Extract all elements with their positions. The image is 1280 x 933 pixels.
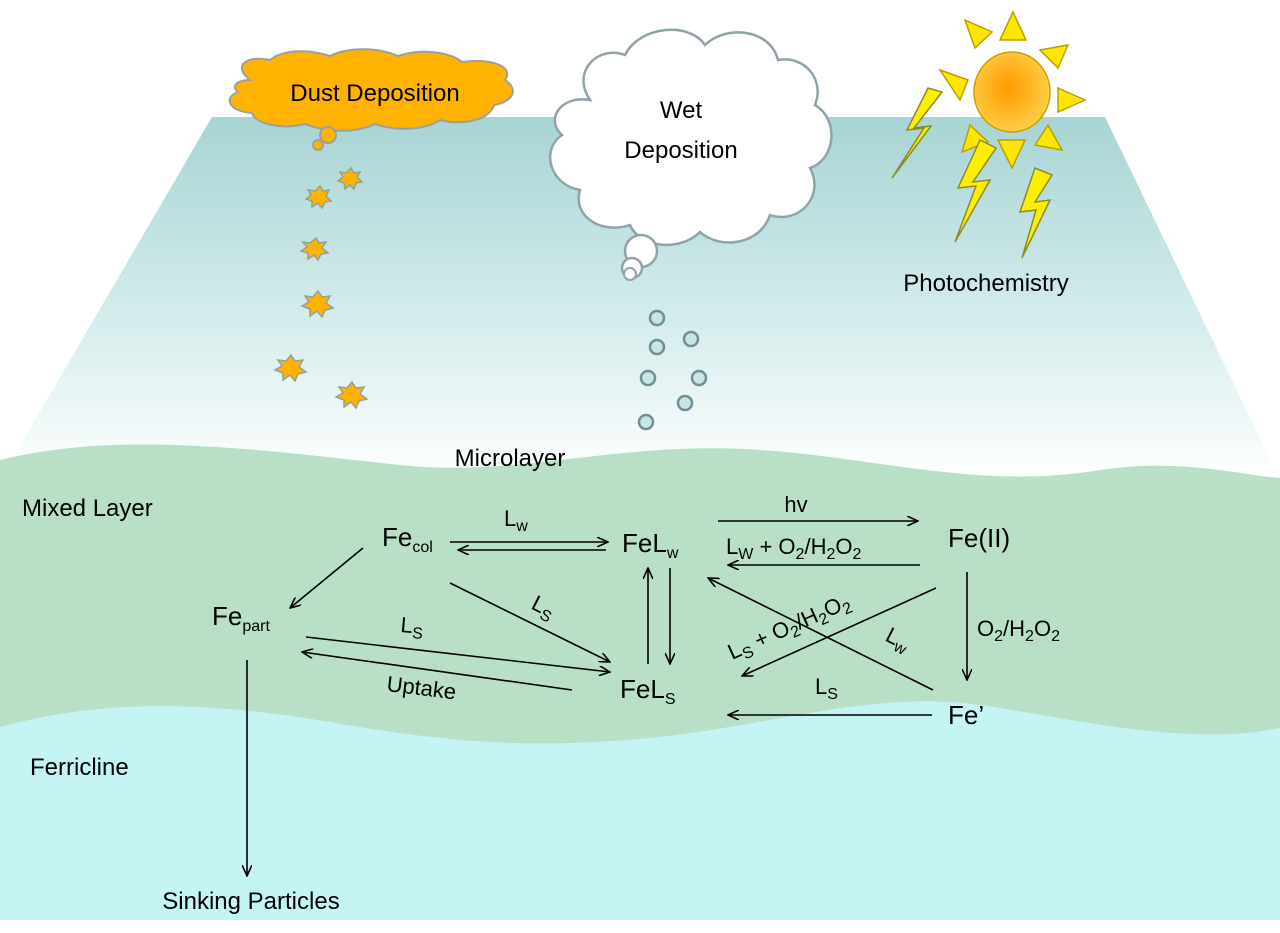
raindrop-icon [648, 309, 666, 327]
raindrop-icon [682, 330, 700, 348]
dust-cloud-bubble [319, 126, 337, 144]
ferricline-label: Ferricline [30, 754, 129, 781]
fe-ii-label: Fe(II) [948, 523, 1010, 553]
arrow-feprime-to-felw [708, 578, 934, 691]
wet-label-line2: Deposition [624, 137, 737, 164]
raindrops [637, 309, 708, 431]
lw-ox-label: LW + O2/H2O2 [726, 534, 861, 563]
sinking-particles-label: Sinking Particles [162, 888, 339, 915]
ls-bottom-label: LS [815, 674, 838, 703]
wet-label-line1: Wet [660, 97, 703, 124]
dust-particle-icon [300, 289, 335, 319]
fe-prime-label: Fe’ [948, 700, 984, 730]
raindrop-icon [639, 369, 657, 387]
lightning-icon [891, 87, 1054, 259]
lw-top-label: Lw [504, 506, 528, 535]
raindrop-icon [676, 394, 694, 412]
dust-particle-icon [304, 184, 333, 210]
wet-cloud: Wet Deposition [548, 28, 833, 281]
dust-cloud-shape [228, 48, 514, 132]
arrow-feii-to-fels [742, 587, 937, 676]
dust-particle-icon [336, 166, 364, 191]
dust-particle-icon [299, 236, 330, 262]
arrow-fecol-to-fepart [290, 547, 364, 608]
dust-cloud: Dust Deposition [228, 48, 514, 151]
fe-col-label: Fecol [382, 522, 433, 556]
ls-part-label: LS [399, 612, 424, 643]
wet-cloud-shape [548, 28, 833, 247]
arrow-fels-to-fepart [302, 652, 573, 691]
o2h2o2-label: O2/H2O2 [977, 616, 1060, 645]
dust-cloud-bubble [312, 139, 324, 151]
raindrop-icon [637, 413, 655, 431]
fel-s-label: FeLS [620, 674, 675, 708]
dust-particle-icon [273, 353, 308, 383]
mixed-layer-label: Mixed Layer [22, 495, 153, 522]
photochemistry-label: Photochemistry [903, 270, 1068, 297]
sea-surface [0, 117, 1280, 480]
dust-deposition-label: Dust Deposition [290, 80, 459, 107]
mixed-layer-band [0, 444, 1280, 760]
microlayer-label: Microlayer [455, 445, 566, 472]
arrow-fepart-to-fels [305, 636, 610, 672]
ferricline-band [0, 701, 1280, 920]
raindrop-icon [690, 369, 708, 387]
raindrop-icon [648, 338, 666, 356]
sun-icon [938, 10, 1087, 170]
fel-w-label: FeLw [622, 528, 679, 562]
arrow-fecol-to-fels [449, 582, 610, 662]
reaction-arrows [247, 521, 967, 876]
fe-part-label: Fepart [212, 601, 270, 635]
wet-cloud-bubble [623, 267, 637, 281]
dust-particle-icon [334, 380, 369, 410]
dust-particles [273, 166, 369, 410]
hv-label: hv [784, 492, 807, 517]
